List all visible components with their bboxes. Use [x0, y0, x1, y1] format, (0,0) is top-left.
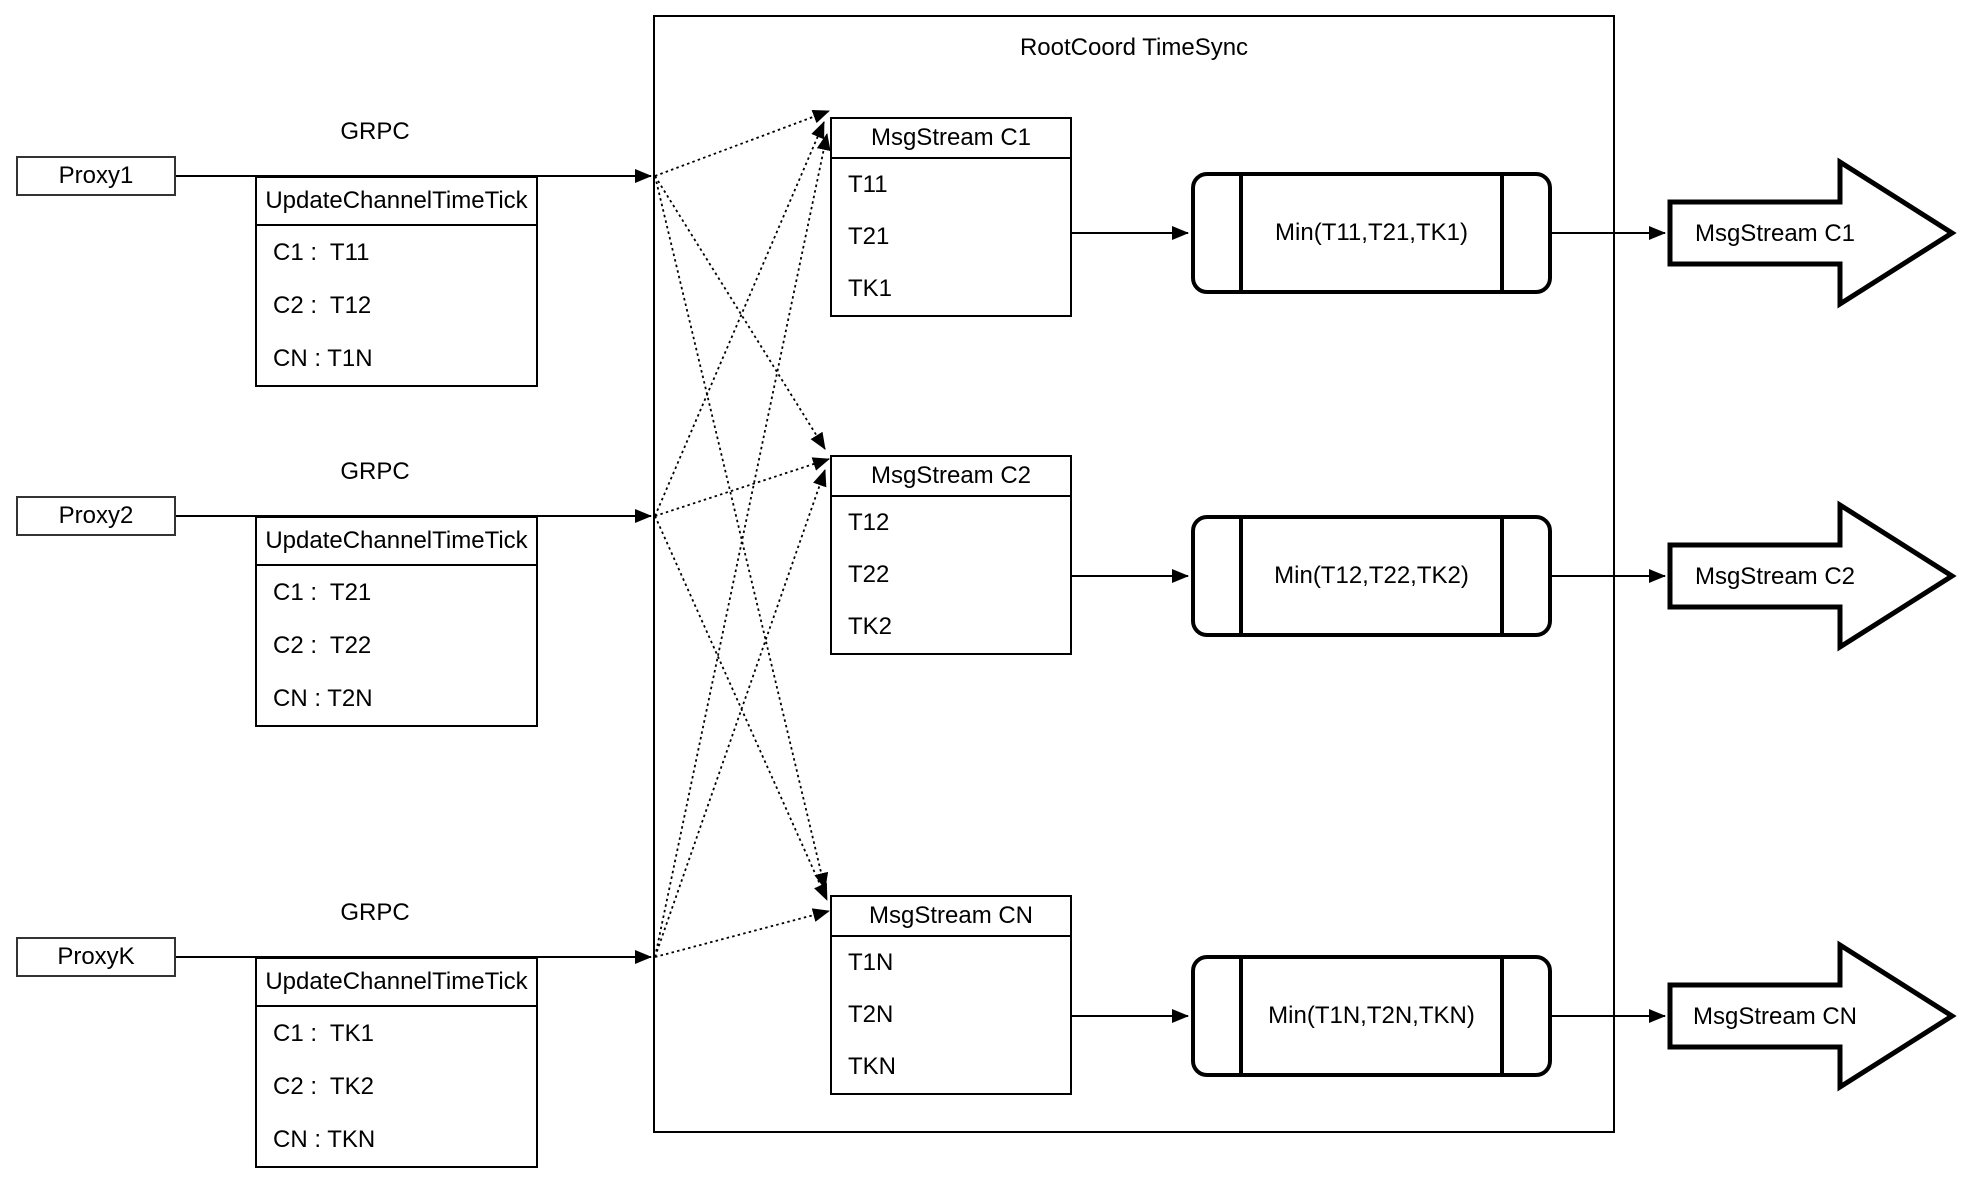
output-arrow-c1	[1667, 157, 1957, 309]
proxyk-timetick-table: UpdateChannelTimeTick C1 : TK1 C2 : TK2 …	[255, 957, 538, 1168]
table-row: TK2	[848, 613, 893, 640]
output-arrow-cn-label: MsgStream CN	[1693, 1003, 1857, 1030]
table-row: C1 : T11	[273, 238, 370, 266]
output-arrow-cn	[1667, 940, 1957, 1092]
grpc-label-3: GRPC	[340, 899, 410, 926]
min-label-c1: Min(T11,T21,TK1)	[1275, 219, 1468, 246]
table-header: UpdateChannelTimeTick	[257, 178, 536, 226]
divider	[1500, 519, 1504, 633]
proxy1-box: Proxy1	[16, 156, 176, 196]
output-arrow-c2-label: MsgStream C2	[1695, 563, 1855, 590]
grpc-label-2: GRPC	[340, 458, 410, 485]
min-label-c2: Min(T12,T22,TK2)	[1274, 562, 1469, 589]
table-row: CN : T1N	[273, 344, 373, 372]
divider	[1500, 176, 1504, 290]
proxy1-label: Proxy1	[58, 162, 134, 189]
min-box-c1: Min(T11,T21,TK1)	[1191, 172, 1552, 294]
proxy2-timetick-table: UpdateChannelTimeTick C1 : T21 C2 : T22 …	[255, 516, 538, 727]
proxy1-timetick-table: UpdateChannelTimeTick C1 : T11 C2 : T12 …	[255, 176, 538, 387]
grpc-label-1: GRPC	[340, 118, 410, 145]
min-box-cn: Min(T1N,T2N,TKN)	[1191, 955, 1552, 1077]
table-row: T2N	[848, 1001, 894, 1028]
table-row: TK1	[848, 275, 893, 302]
table-row: T21	[848, 223, 890, 250]
min-label-cn: Min(T1N,T2N,TKN)	[1268, 1002, 1475, 1029]
divider	[1239, 519, 1243, 633]
proxyk-box: ProxyK	[16, 937, 176, 977]
table-row: C1 : T21	[273, 578, 372, 606]
msgstream-c1-table: MsgStream C1 T11 T21 TK1	[830, 117, 1072, 317]
table-row: C2 : TK2	[273, 1072, 374, 1100]
output-arrow-c2	[1667, 500, 1957, 652]
table-row: T22	[848, 561, 890, 588]
table-row: T1N	[848, 949, 894, 976]
table-header: MsgStream C1	[832, 119, 1070, 159]
table-header: UpdateChannelTimeTick	[257, 518, 536, 566]
rootcoord-timesync-title: RootCoord TimeSync	[1019, 34, 1249, 61]
proxyk-label: ProxyK	[57, 943, 135, 970]
divider	[1239, 959, 1243, 1073]
table-row: CN : T2N	[273, 684, 373, 712]
divider	[1239, 176, 1243, 290]
table-row: C2 : T22	[273, 631, 372, 659]
table-header: UpdateChannelTimeTick	[257, 959, 536, 1007]
table-header: MsgStream C2	[832, 457, 1070, 497]
msgstream-c2-table: MsgStream C2 T12 T22 TK2	[830, 455, 1072, 655]
divider	[1500, 959, 1504, 1073]
table-row: CN : TKN	[273, 1125, 376, 1153]
rootcoord-timesync-box	[653, 15, 1615, 1133]
proxy2-label: Proxy2	[58, 502, 134, 529]
proxy2-box: Proxy2	[16, 496, 176, 536]
table-row: T11	[848, 171, 888, 198]
table-row: TKN	[848, 1053, 896, 1080]
table-row: C1 : TK1	[273, 1019, 374, 1047]
msgstream-cn-table: MsgStream CN T1N T2N TKN	[830, 895, 1072, 1095]
table-header: MsgStream CN	[832, 897, 1070, 937]
output-arrow-c1-label: MsgStream C1	[1695, 220, 1855, 247]
table-row: C2 : T12	[273, 291, 372, 319]
table-row: T12	[848, 509, 890, 536]
min-box-c2: Min(T12,T22,TK2)	[1191, 515, 1552, 637]
